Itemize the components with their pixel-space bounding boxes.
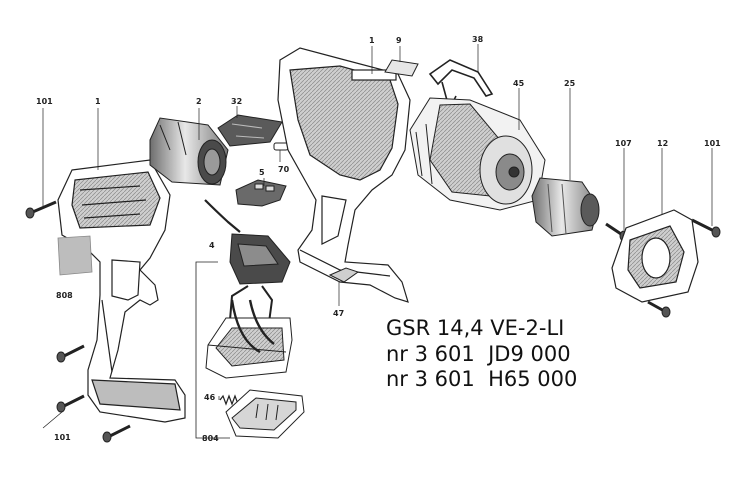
screw-101-top-left (25, 200, 57, 219)
contact-plate (235, 179, 287, 207)
callout-9: 9 (396, 36, 402, 45)
screw-101-right (691, 218, 721, 238)
rating-label-plate (384, 59, 419, 77)
callout-107: 107 (615, 139, 632, 148)
callout-45: 45 (513, 79, 525, 88)
callout-70: 70 (278, 165, 290, 174)
model-name: GSR 14,4 VE-2-LI (386, 316, 565, 340)
callout-808: 808 (56, 291, 73, 300)
callout-47: 47 (333, 309, 344, 318)
callout-1: 1 (369, 36, 375, 45)
screw-12-lower (647, 300, 671, 318)
callout-2: 2 (196, 97, 202, 106)
callout-5: 5 (259, 168, 265, 177)
front-cover (611, 209, 699, 303)
callout-101: 101 (704, 139, 721, 148)
gearbox (409, 97, 546, 211)
part-number-1: nr 3 601 JD9 000 (386, 342, 571, 366)
motor (149, 117, 229, 186)
callout-labels: 101 1 2 32 5 70 4 808 46 804 101 1 9 38 … (36, 35, 721, 443)
housing-left-half (57, 159, 186, 423)
housing-right-half (277, 47, 411, 303)
screw-lower-1 (56, 344, 85, 363)
screw-lower-2 (56, 394, 85, 413)
callout-25: 25 (564, 79, 576, 88)
spring-clip (428, 59, 494, 105)
battery-contact-plate (225, 389, 305, 439)
callout-4: 4 (209, 241, 215, 250)
group-4-bracket (195, 261, 230, 439)
screw-lower-3 (102, 424, 131, 443)
callout-101: 101 (36, 97, 53, 106)
brake-bracket (217, 114, 283, 147)
callout-12: 12 (657, 139, 668, 148)
callout-804: 804 (202, 434, 219, 443)
callout-1: 1 (95, 97, 101, 106)
battery-pack-placeholder (57, 235, 93, 276)
clip-47 (328, 267, 360, 283)
callout-46: 46 (204, 393, 216, 402)
callout-101: 101 (54, 433, 71, 442)
leader-lines (42, 44, 713, 429)
callout-38: 38 (472, 35, 484, 44)
keyless-chuck (531, 177, 600, 237)
switch-assembly (204, 199, 291, 331)
electronics-module (205, 299, 293, 379)
callout-32: 32 (231, 97, 242, 106)
small-clip (273, 142, 289, 151)
part-number-2: nr 3 601 H65 000 (386, 367, 578, 391)
